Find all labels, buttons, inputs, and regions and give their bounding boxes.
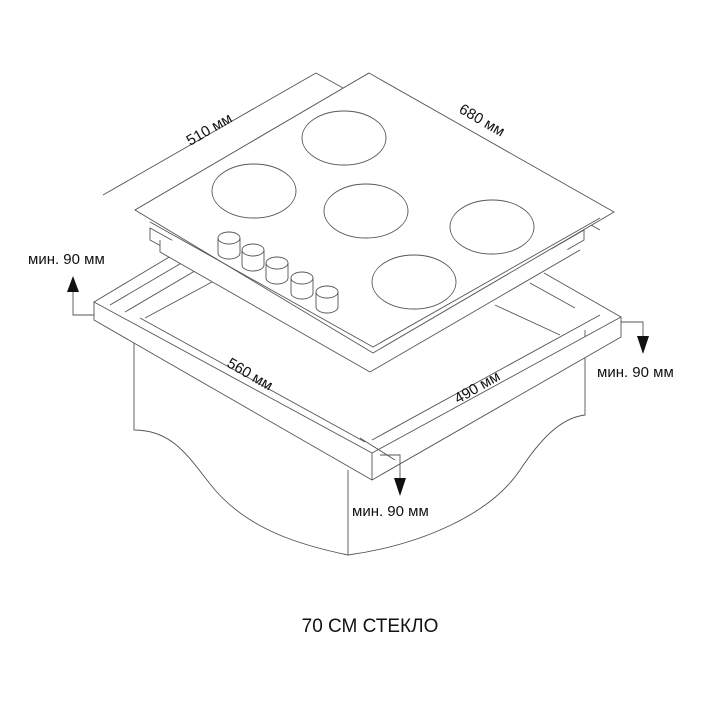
burner-right: [449, 199, 535, 255]
knob: [315, 285, 339, 314]
diagram-title: 70 СМ СТЕКЛО: [302, 616, 439, 637]
knob: [217, 231, 241, 260]
burner-back: [301, 110, 387, 166]
arrow-down-icon: [621, 321, 649, 354]
knobs: [217, 231, 339, 314]
cabinet: [133, 330, 586, 556]
knob: [241, 243, 265, 272]
arrow-up-icon: [67, 276, 94, 316]
burner-center: [323, 183, 409, 239]
countertop-cutout-frame: [93, 252, 622, 481]
arrow-down-icon: [380, 454, 406, 496]
hob: [134, 72, 615, 373]
hob-width-label: 510 мм: [184, 110, 236, 150]
burner-left: [211, 163, 297, 219]
clearance-front-label: мин. 90 мм: [352, 503, 429, 520]
knob: [265, 256, 289, 285]
clearance-left-label: мин. 90 мм: [28, 251, 105, 268]
clearance-right-label: мин. 90 мм: [597, 364, 674, 381]
knob: [290, 271, 314, 300]
burner-front: [371, 254, 457, 310]
